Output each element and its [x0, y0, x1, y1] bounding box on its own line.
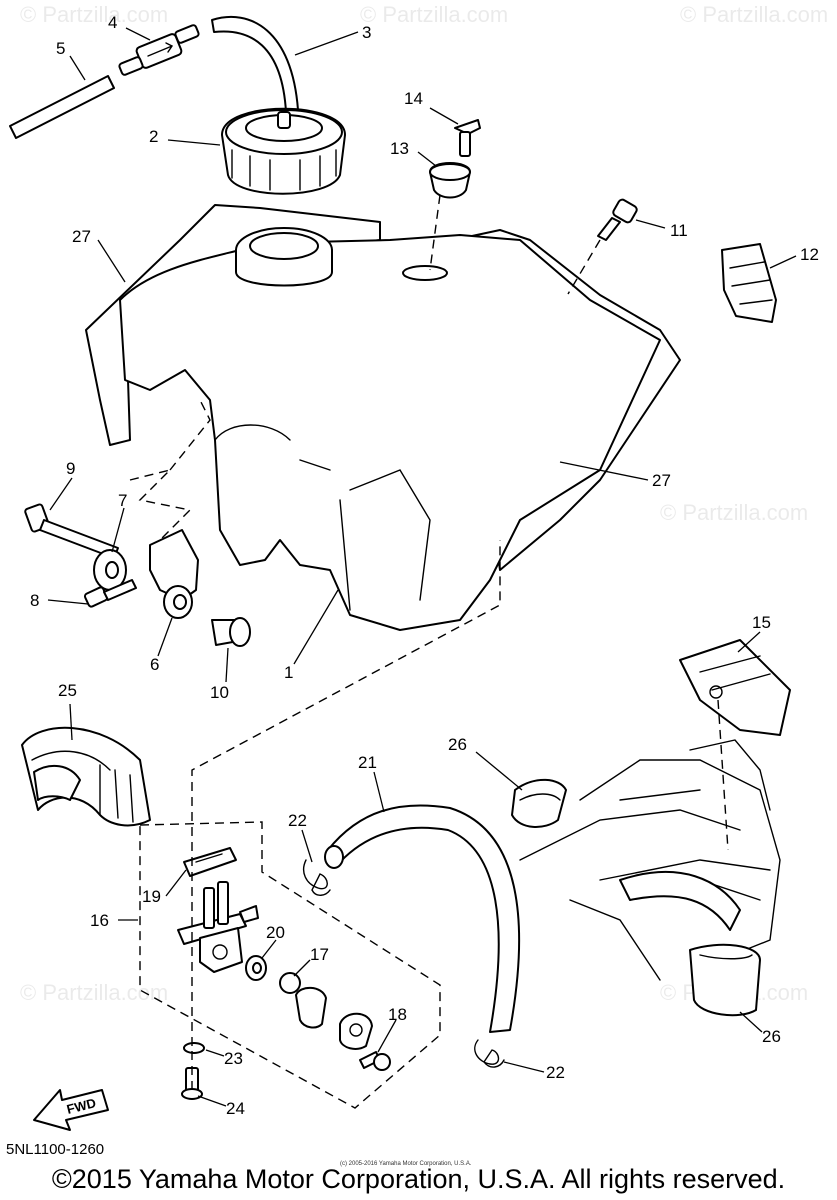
- watermark-text: © Partzilla.com: [660, 500, 808, 525]
- leader-lines: [47, 27, 797, 1107]
- copyright-notice: ©2015 Yamaha Motor Corporation, U.S.A. A…: [51, 1164, 786, 1194]
- part-1-fuel-tank[interactable]: [119, 227, 661, 631]
- callout-5[interactable]: 5: [56, 39, 65, 58]
- callout-15[interactable]: 15: [752, 613, 771, 632]
- callout-11[interactable]: 11: [670, 221, 688, 240]
- part-22-clip-lower[interactable]: [474, 1039, 505, 1068]
- callout-25[interactable]: 25: [58, 681, 77, 700]
- small-print: (c) 2005-2016 Yamaha Motor Corporation, …: [340, 1161, 472, 1167]
- callouts: 2 3 4 5 14 13 11 12 27 27 9 7 8 6 10 1 1…: [30, 13, 819, 1118]
- lever-seal: [295, 986, 327, 1029]
- callout-14[interactable]: 14: [404, 89, 423, 108]
- callout-3[interactable]: 3: [362, 23, 371, 42]
- part-5-hose[interactable]: [9, 75, 115, 139]
- part-8-bolt[interactable]: [83, 579, 137, 608]
- part-19-strainer[interactable]: [183, 847, 237, 877]
- frame-assembly: [519, 739, 781, 981]
- callout-1[interactable]: 1: [284, 663, 293, 682]
- part-2-fuel-cap[interactable]: [221, 107, 346, 195]
- part-9-bolt[interactable]: [24, 503, 119, 559]
- part-25-cover[interactable]: [21, 726, 151, 827]
- fuel-cock-body[interactable]: [177, 881, 259, 973]
- callout-26a[interactable]: 26: [448, 735, 467, 754]
- callout-27b[interactable]: 27: [652, 471, 671, 490]
- callout-22a[interactable]: 22: [288, 811, 307, 830]
- part-23-o-ring[interactable]: [183, 1042, 205, 1054]
- part-21-fuel-hose[interactable]: [327, 804, 521, 1033]
- callout-26b[interactable]: 26: [762, 1027, 781, 1046]
- watermark-text: © Partzilla.com: [20, 980, 168, 1005]
- part-17-o-ring[interactable]: [279, 972, 301, 994]
- callout-4[interactable]: 4: [108, 13, 117, 32]
- callout-23[interactable]: 23: [224, 1049, 243, 1068]
- lever-plate: [339, 1012, 373, 1050]
- guide-lines: [129, 194, 729, 1090]
- callout-10[interactable]: 10: [210, 683, 229, 702]
- part-12-clip[interactable]: [721, 243, 777, 323]
- part-15-clamp[interactable]: [679, 639, 791, 736]
- callout-12[interactable]: 12: [800, 245, 819, 264]
- fwd-label: FWD: [65, 1095, 97, 1117]
- callout-22b[interactable]: 22: [546, 1063, 565, 1082]
- callout-27a[interactable]: 27: [72, 227, 91, 246]
- callout-24[interactable]: 24: [226, 1099, 245, 1118]
- callout-17[interactable]: 17: [310, 945, 329, 964]
- callout-19[interactable]: 19: [142, 887, 161, 906]
- part-18-screw[interactable]: [359, 1051, 391, 1071]
- callout-21[interactable]: 21: [358, 753, 377, 772]
- part-4-check-valve[interactable]: [118, 24, 200, 76]
- callout-20[interactable]: 20: [266, 923, 285, 942]
- part-13-grommet[interactable]: [429, 162, 471, 199]
- diagram-code: 5NL1100-1260: [6, 1141, 105, 1158]
- part-22-clip-upper[interactable]: [302, 859, 331, 896]
- callout-6[interactable]: 6: [150, 655, 159, 674]
- part-14-screw[interactable]: [454, 119, 481, 157]
- callout-2[interactable]: 2: [149, 127, 158, 146]
- watermark-text: © Partzilla.com: [360, 2, 508, 27]
- part-20-washer[interactable]: [245, 955, 267, 981]
- callout-13[interactable]: 13: [390, 139, 409, 158]
- part-26-grommet-lower[interactable]: [689, 943, 761, 1017]
- callout-7[interactable]: 7: [118, 491, 127, 510]
- part-10-collar[interactable]: [211, 617, 251, 647]
- watermark-text: © Partzilla.com: [20, 2, 168, 27]
- part-11-bolt[interactable]: [597, 198, 638, 241]
- watermark-text: © Partzilla.com: [680, 2, 828, 27]
- fwd-arrow: FWD: [33, 1089, 109, 1131]
- part-16-fuel-cock-group[interactable]: [139, 821, 441, 1109]
- callout-8[interactable]: 8: [30, 591, 39, 610]
- part-3-breather-hose[interactable]: [211, 15, 299, 113]
- callout-16[interactable]: 16: [90, 911, 109, 930]
- hose-end: [324, 845, 344, 869]
- callout-9[interactable]: 9: [66, 459, 75, 478]
- part-6-damper[interactable]: [163, 585, 193, 619]
- callout-18[interactable]: 18: [388, 1005, 407, 1024]
- part-26-grommet-upper[interactable]: [511, 778, 567, 828]
